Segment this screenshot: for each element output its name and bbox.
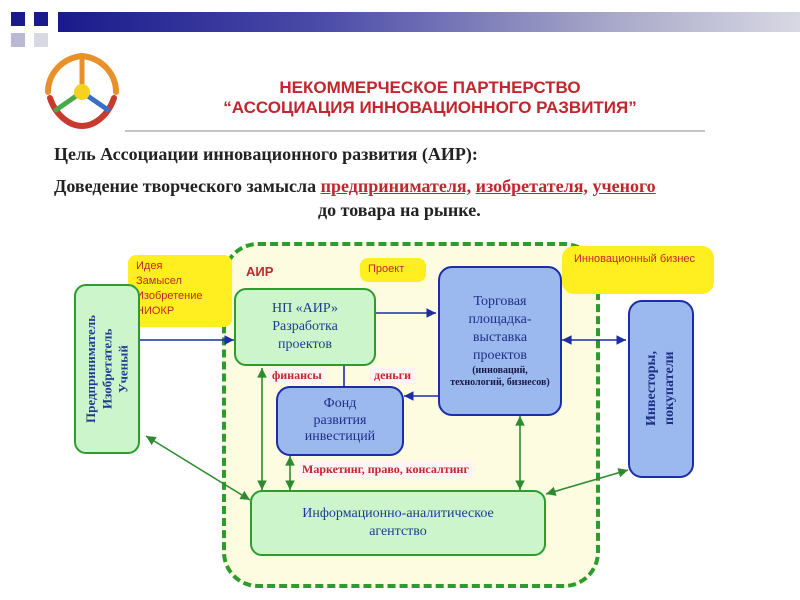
entrepreneur-line-2: Изобретатель xyxy=(98,328,114,410)
header-gradient-bar xyxy=(58,12,800,32)
platform-box: Торговая площадка- выставка проектов (ин… xyxy=(438,266,562,416)
platform-line-2: площадка- xyxy=(468,311,532,327)
investors-line-2: покупатели xyxy=(662,352,677,426)
goal-line-2: Доведение творческого замысла предприним… xyxy=(54,176,656,197)
agency-line-2: агентство xyxy=(369,524,427,539)
investors-line-1: Инвесторы, xyxy=(643,351,659,427)
fund-box: Фонд развития инвестиций xyxy=(276,386,404,456)
np-air-box: НП «АИР» Разработка проектов xyxy=(234,288,376,366)
platform-line-3: выставка xyxy=(472,330,528,345)
idea-note-line-3: Изобретение xyxy=(136,289,203,302)
agency-box: Информационно-аналитическое агентство xyxy=(250,490,546,556)
fund-line-1: Фонд xyxy=(323,395,357,411)
agency-line-1: Информационно-аналитическое xyxy=(302,505,494,521)
fund-line-3: инвестиций xyxy=(304,429,376,445)
arrow-entrepreneur-agency xyxy=(145,435,251,501)
investors-box: Инвесторы, покупатели xyxy=(628,300,694,478)
fund-line-2: развития xyxy=(313,412,367,428)
header-line-2: “АССОЦИАЦИЯ ИННОВАЦИОННОГО РАЗВИТИЯ” xyxy=(223,98,637,117)
goal-word-scientist: ученого xyxy=(592,176,656,196)
idea-note-line-1: Идея xyxy=(136,260,163,272)
goal-line-2-prefix: Доведение творческого замысла xyxy=(54,176,321,196)
np-air-line-1: НП «АИР» xyxy=(271,300,339,316)
logo-emblem-icon xyxy=(45,53,119,130)
idea-note: Идея Замысел Изобретение НИОКР xyxy=(128,255,232,327)
investors-text: Инвесторы, покупатели xyxy=(643,351,679,426)
business-note-text: Инновационный бизнес xyxy=(574,253,696,265)
goal-word-inventor: изобретателя, xyxy=(475,176,588,196)
business-note: Инновационный бизнес xyxy=(562,246,714,294)
arrow-investors-agency xyxy=(545,468,629,496)
platform-line-4: проектов xyxy=(472,348,528,364)
idea-note-line-2: Замысел xyxy=(136,274,182,287)
platform-line-1: Торговая xyxy=(473,293,527,309)
deco-square-1 xyxy=(11,12,25,26)
money-label: деньги xyxy=(370,367,416,384)
header-line-1: НЕКОММЕРЧЕСКОЕ ПАРТНЕРСТВО xyxy=(279,78,581,97)
entrepreneur-line-3: Ученый xyxy=(115,345,131,393)
goal-word-entrepreneur: предпринимателя, xyxy=(320,176,472,196)
entrepreneur-line-1: Предприниматель xyxy=(82,315,98,423)
deco-square-2 xyxy=(34,12,48,26)
deco-square-3 xyxy=(11,33,25,47)
finances-label: финансы xyxy=(268,367,326,384)
air-label: АИР xyxy=(246,264,274,279)
entrepreneur-text: Предприниматель Изобретатель Ученый xyxy=(83,315,132,423)
marketing-label: Маркетинг, право, консалтинг xyxy=(298,461,473,478)
header-divider xyxy=(125,130,705,132)
deco-square-4 xyxy=(34,33,48,47)
platform-subtext: (инноваций, технологий, бизнесов) xyxy=(450,365,550,389)
idea-note-line-4: НИОКР xyxy=(136,304,175,317)
goal-title: Цель Ассоциации инновационного развития … xyxy=(54,144,478,164)
entrepreneur-box: Предприниматель Изобретатель Ученый xyxy=(74,284,140,454)
goal-line-3: до товара на рынке. xyxy=(318,200,481,220)
np-air-line-2: Разработка xyxy=(272,318,338,334)
np-air-line-3: проектов xyxy=(277,337,333,353)
project-note: Проект xyxy=(360,258,426,282)
